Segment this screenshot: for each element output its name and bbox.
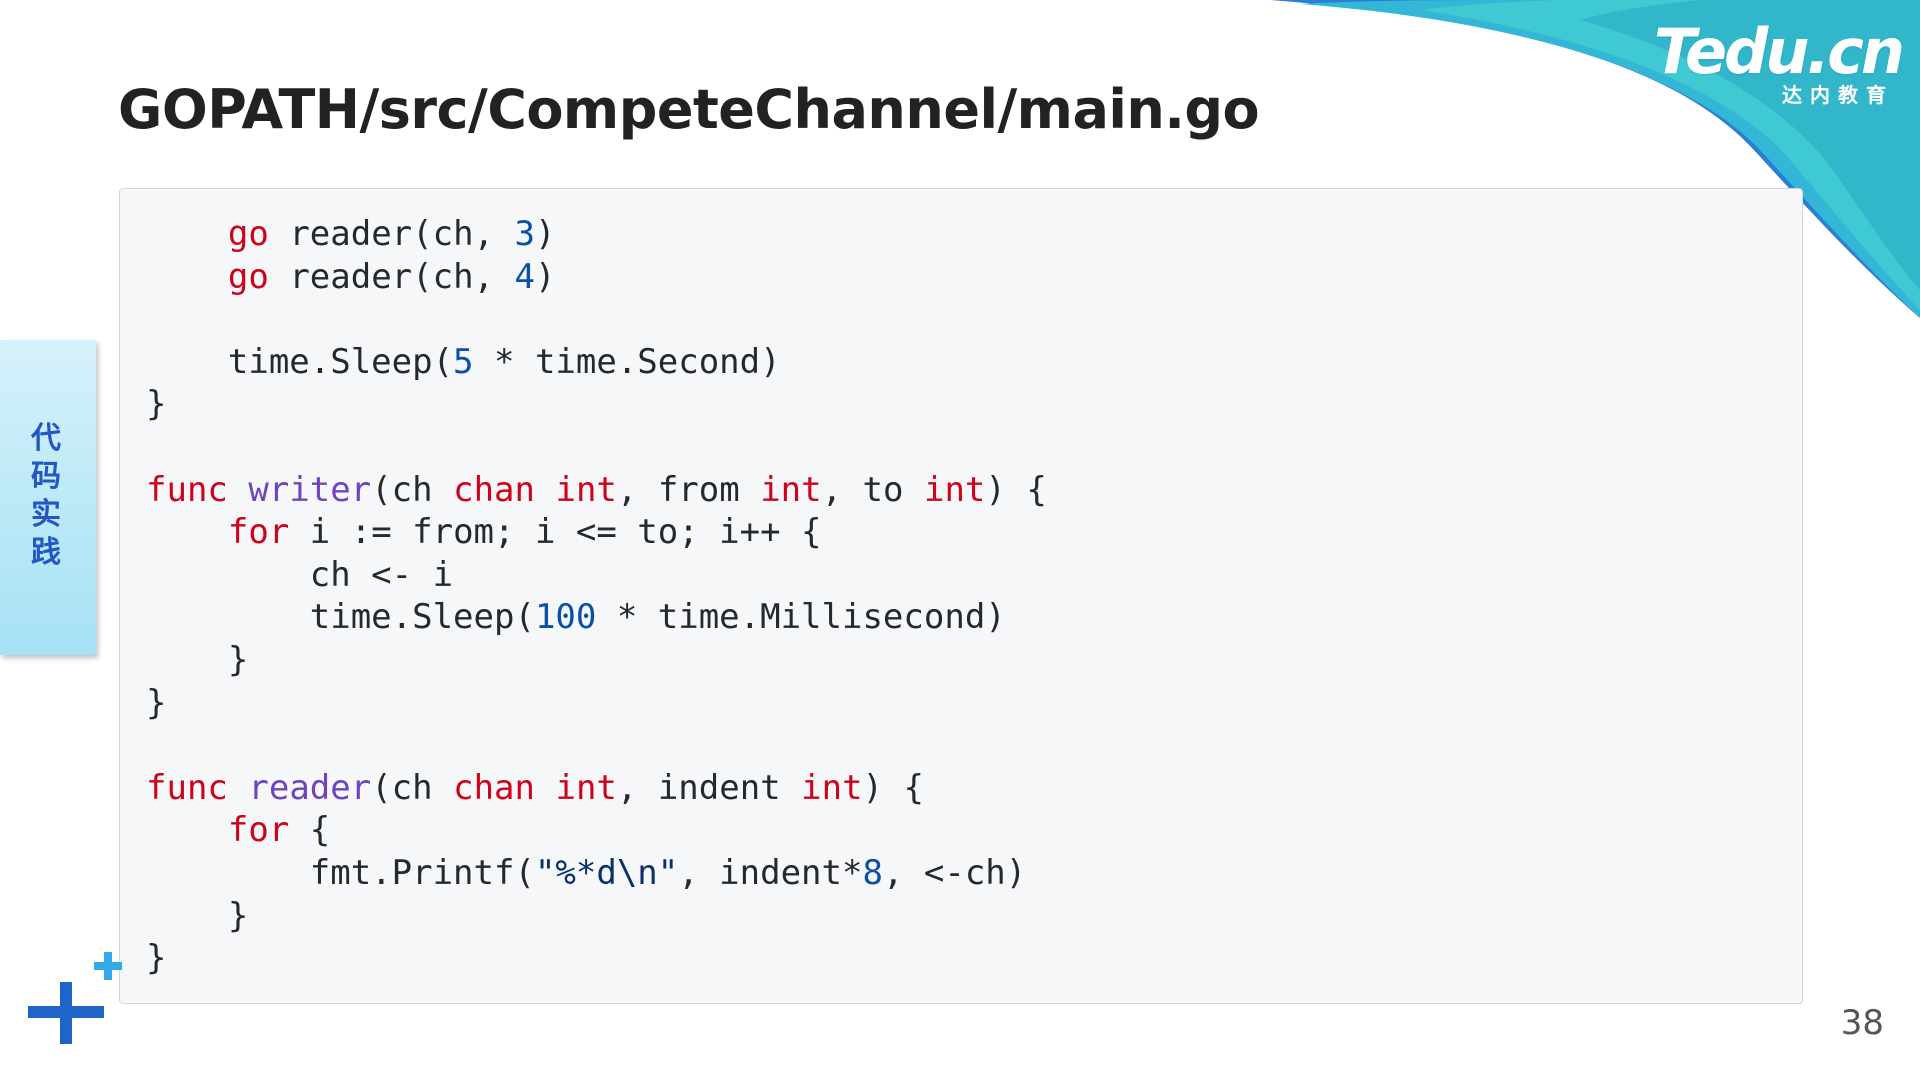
logo-subtitle: 达内教育 — [1782, 83, 1894, 107]
code-line: } — [146, 937, 1047, 980]
code-token: for — [227, 810, 290, 851]
code-token: go — [227, 214, 269, 254]
code-token: (ch — [371, 469, 454, 510]
code-token — [146, 214, 228, 254]
code-token: 100 — [534, 597, 597, 638]
page-number: 38 — [1840, 1003, 1884, 1043]
code-token: for — [227, 512, 290, 553]
code-line: for i := from; i <= to; i++ { — [146, 511, 1047, 554]
code-line: func writer(ch chan int, from int, to in… — [146, 469, 1047, 512]
code-line: } — [146, 383, 1047, 426]
code-token — [535, 768, 555, 808]
code-token: int — [760, 469, 822, 510]
code-token: } — [146, 682, 167, 723]
code-token: { — [289, 810, 331, 851]
code-token: chan — [453, 469, 535, 510]
code-token: int — [923, 469, 986, 510]
code-block: go reader(ch, 3) go reader(ch, 4) time.S… — [146, 213, 1047, 980]
code-token: reader(ch, — [268, 214, 515, 254]
code-token: reader(ch, — [268, 256, 515, 297]
code-token: 3 — [514, 214, 535, 254]
code-token — [146, 257, 228, 297]
code-token: } — [146, 895, 249, 936]
code-token: reader — [248, 767, 372, 808]
code-token: } — [146, 639, 249, 680]
code-line: } — [146, 682, 1047, 725]
code-token — [228, 470, 248, 510]
code-token: int — [555, 469, 617, 510]
code-panel: go reader(ch, 3) go reader(ch, 4) time.S… — [119, 188, 1803, 1004]
code-token: ) { — [862, 767, 924, 808]
code-token: } — [146, 384, 167, 425]
plus-icon — [28, 982, 104, 1044]
code-token: func — [146, 767, 228, 808]
code-token: * time.Millisecond) — [596, 597, 1006, 638]
code-token: "%*d\n" — [534, 852, 679, 893]
code-token: , indent — [616, 767, 802, 808]
code-line: } — [146, 895, 1047, 938]
code-token: } — [146, 938, 167, 979]
slide-title: GOPATH/src/CompeteChannel/main.go — [118, 78, 1260, 141]
code-line: go reader(ch, 4) — [146, 256, 1047, 299]
side-tab: 代码实践 — [0, 340, 96, 655]
tedu-logo: Tedu.cn 达内教育 — [1632, 15, 1905, 110]
code-token: (ch — [371, 767, 454, 808]
code-token — [535, 470, 555, 510]
code-token: fmt.Printf( — [146, 852, 535, 893]
code-line — [146, 426, 1047, 469]
code-token — [228, 768, 248, 808]
side-tab-label: 代码实践 — [31, 421, 61, 570]
code-line: time.Sleep(5 * time.Second) — [146, 341, 1047, 384]
code-token: int — [555, 767, 617, 808]
code-token: * time.Second) — [473, 341, 781, 382]
code-token: int — [801, 767, 863, 808]
code-token: writer — [248, 469, 372, 510]
code-line: func reader(ch chan int, indent int) { — [146, 767, 1047, 810]
code-line — [146, 298, 1047, 341]
code-token: , from — [616, 469, 761, 510]
code-token: ) { — [985, 469, 1047, 510]
code-line: for { — [146, 809, 1047, 852]
code-token: func — [146, 469, 228, 510]
code-token: i := from; i <= to; i++ { — [289, 512, 822, 553]
plus-icon — [94, 952, 122, 980]
code-line: go reader(ch, 3) — [146, 213, 1047, 256]
code-token — [146, 512, 228, 552]
code-token: 8 — [862, 852, 883, 893]
code-token: ) — [534, 214, 556, 254]
code-token: chan — [453, 767, 535, 808]
code-token: 4 — [514, 256, 535, 297]
code-line: fmt.Printf("%*d\n", indent*8, <-ch) — [146, 852, 1047, 895]
code-token: , indent* — [678, 852, 863, 893]
code-token: go — [227, 256, 269, 297]
code-token: , to — [821, 469, 924, 510]
code-token: time.Sleep( — [146, 341, 454, 382]
code-line: } — [146, 639, 1047, 682]
code-token: 5 — [453, 341, 474, 382]
code-token: , <-ch) — [882, 852, 1027, 893]
code-token: ) — [534, 256, 556, 297]
code-line: ch <- i — [146, 554, 1047, 597]
code-token: time.Sleep( — [146, 597, 535, 638]
logo-brand-text: Tedu.cn — [1653, 15, 1905, 88]
code-token — [146, 810, 228, 850]
code-line: time.Sleep(100 * time.Millisecond) — [146, 596, 1047, 639]
code-token: ch <- i — [146, 554, 454, 595]
code-line — [146, 724, 1047, 767]
